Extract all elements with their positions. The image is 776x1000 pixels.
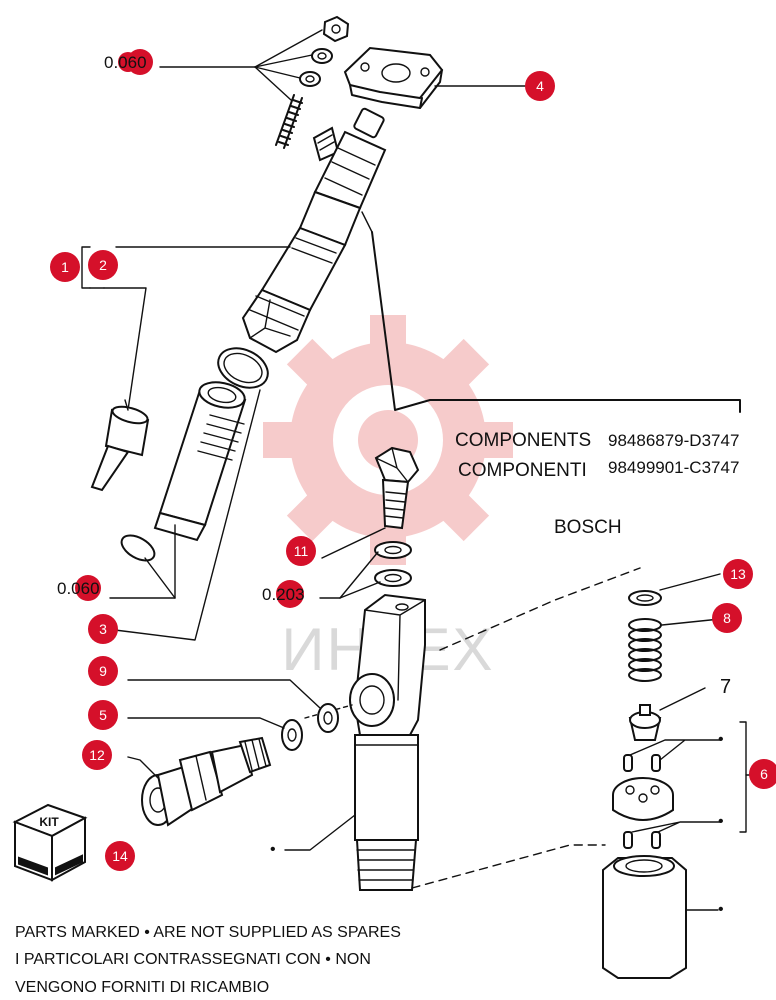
dot-6a: •: [718, 731, 724, 748]
dot-nut: •: [718, 901, 724, 918]
svg-text:KIT: KIT: [39, 815, 59, 829]
dash-line-lower: [411, 844, 606, 889]
bracket-1-2: [81, 246, 291, 411]
cutaway-bracket: [371, 231, 741, 413]
svg-text:0.203: 0.203: [262, 585, 305, 604]
washer-9: [317, 703, 339, 733]
svg-text:4: 4: [536, 78, 544, 94]
svg-text:14: 14: [112, 848, 128, 864]
kit-icon: KIT: [12, 803, 88, 882]
callout-4[interactable]: 4: [525, 71, 555, 101]
sealing-ring: [217, 347, 269, 389]
dash-line-upper: [439, 567, 641, 651]
callout-14[interactable]: 14: [105, 841, 135, 871]
svg-text:0.060: 0.060: [104, 53, 147, 72]
brand-label: BOSCH: [554, 517, 622, 538]
svg-text:6: 6: [760, 766, 768, 782]
callout-5[interactable]: 5: [88, 700, 118, 730]
components-code-2: 98499901-C3747: [608, 458, 739, 477]
mounting-flange: [343, 46, 526, 109]
thickness-label-2: 0.060: [57, 575, 101, 601]
injector-nozzle: [90, 399, 150, 492]
thickness-label-1: 0.060: [104, 49, 153, 75]
svg-text:8: 8: [723, 610, 731, 626]
leader-lines-left: [109, 389, 261, 641]
callout-2[interactable]: 2: [88, 250, 118, 280]
part-7-label: 7: [720, 676, 731, 698]
svg-text:11: 11: [294, 543, 309, 559]
note-line-3: VENGONO FORNITI DI RICAMBIO: [15, 979, 269, 996]
nut-and-washers: [159, 15, 350, 149]
not-supplied-dot: •: [270, 841, 276, 858]
pump-body: [349, 593, 426, 891]
svg-text:9: 9: [99, 663, 107, 679]
nozzle-nut: [153, 381, 247, 542]
injector-holder: [241, 107, 387, 354]
svg-text:2: 2: [99, 257, 107, 273]
components-label-it: COMPONENTI: [458, 460, 587, 481]
callout-12[interactable]: 12: [82, 740, 112, 770]
thickness-label-3: 0.203: [262, 580, 305, 608]
leader-9: [127, 679, 321, 709]
watermark-gear-icon: [263, 315, 513, 565]
note-line-1: PARTS MARKED • ARE NOT SUPPLIED AS SPARE…: [15, 924, 401, 941]
note-line-2: I PARTICOLARI CONTRASSEGNATI CON • NON: [15, 951, 371, 968]
svg-text:0.060: 0.060: [57, 579, 100, 598]
components-label-en: COMPONENTS: [455, 430, 591, 451]
delivery-fitting: [127, 736, 272, 827]
leader-5: [127, 717, 285, 729]
components-code-1: 98486879-D3747: [608, 431, 739, 450]
svg-text:13: 13: [730, 566, 746, 582]
callout-3[interactable]: 3: [88, 614, 118, 644]
callout-11[interactable]: 11: [286, 536, 316, 566]
svg-text:1: 1: [61, 259, 69, 275]
svg-text:3: 3: [99, 621, 107, 637]
valve-assembly: [602, 573, 756, 979]
leader-body: [284, 814, 356, 851]
callout-13[interactable]: 13: [723, 559, 753, 589]
callout-9[interactable]: 9: [88, 656, 118, 686]
nozzle-washer: [120, 534, 156, 562]
dot-6b: •: [718, 813, 724, 830]
callout-1[interactable]: 1: [50, 252, 80, 282]
svg-text:12: 12: [89, 747, 105, 763]
banjo-bolt: [319, 446, 420, 599]
svg-text:5: 5: [99, 707, 107, 723]
washer-5: [281, 719, 303, 751]
callout-6[interactable]: 6: [749, 759, 776, 789]
callout-8[interactable]: 8: [712, 603, 742, 633]
